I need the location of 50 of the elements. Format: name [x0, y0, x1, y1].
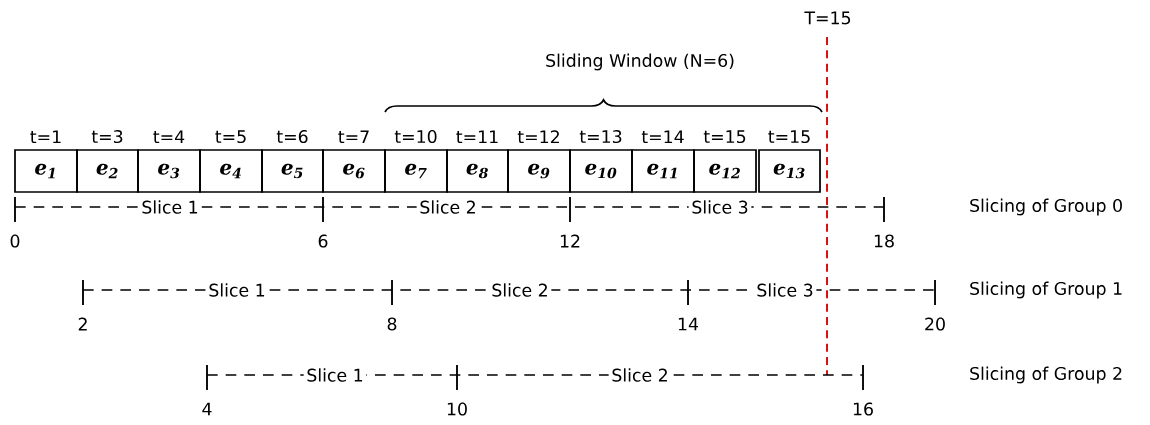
slice-label: Slice 1: [205, 280, 269, 300]
timestamp-label: t=15: [768, 130, 810, 144]
event-box: e$_{9}$: [507, 149, 571, 193]
tick-label: 10: [447, 402, 467, 416]
event-box: e$_{7}$: [384, 149, 448, 193]
tick-label: 6: [318, 234, 328, 248]
tick-label: 16: [853, 402, 873, 416]
event-box: e$_{3}$: [137, 149, 201, 193]
event-box: e$_{10}$: [569, 149, 633, 193]
event-box: e$_{1}$: [14, 149, 78, 193]
group-label: Slicing of Group 1: [970, 281, 1122, 299]
slice-label: Slice 2: [488, 280, 552, 300]
timestamp-label: t=7: [338, 130, 369, 144]
group-label: Slicing of Group 0: [970, 198, 1122, 216]
event-box: e$_{2}$: [76, 149, 139, 193]
tick-label: 4: [202, 402, 212, 416]
slice-label: Slice 3: [753, 280, 817, 300]
tick-label: 0: [10, 234, 20, 248]
timestamp-label: t=1: [30, 130, 61, 144]
tick-label: 20: [925, 317, 945, 331]
event-box: e$_{13}$: [758, 149, 821, 193]
slice-label: Slice 1: [303, 365, 367, 385]
timestamp-label: t=15: [703, 130, 746, 144]
event-box: e$_{11}$: [631, 149, 695, 193]
window-label: Sliding Window (N=6): [546, 53, 734, 71]
tick-label: 2: [78, 317, 87, 331]
slice-label: Slice 2: [416, 197, 480, 217]
timestamp-label: t=12: [517, 130, 559, 144]
slice-label: Slice 2: [608, 365, 672, 385]
timestamp-label: t=11: [456, 130, 498, 144]
timestamp-label: t=5: [215, 130, 246, 144]
slice-label: Slice 1: [138, 197, 202, 217]
timestamp-label: t=6: [276, 130, 308, 144]
timestamp-label: t=4: [153, 130, 185, 144]
slice-label: Slice 3: [688, 197, 752, 217]
timestamp-label: t=10: [394, 130, 437, 144]
group-label: Slicing of Group 2: [970, 366, 1122, 384]
event-box: e$_{8}$: [446, 149, 509, 193]
event-box: e$_{6}$: [322, 149, 386, 193]
tick-label: 18: [874, 234, 894, 248]
timestamp-label: t=13: [579, 130, 622, 144]
event-box: e$_{12}$: [693, 149, 757, 193]
event-box: e$_{5}$: [261, 149, 324, 193]
time-label: T=15: [804, 11, 851, 25]
event-box: e$_{4}$: [199, 149, 263, 193]
timestamp-label: t=3: [91, 130, 123, 144]
tick-label: 12: [560, 234, 580, 248]
tick-label: 14: [678, 317, 699, 331]
tick-label: 8: [387, 317, 397, 331]
timestamp-label: t=14: [641, 130, 684, 144]
